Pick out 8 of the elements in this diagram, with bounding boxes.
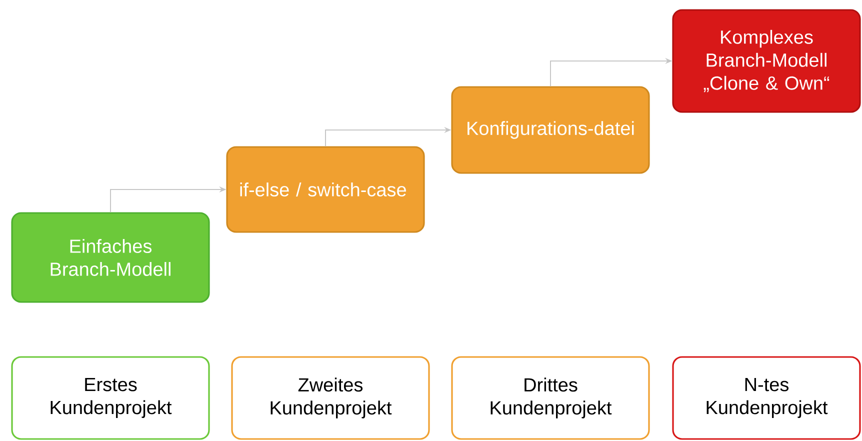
project-box: Drittes Kundenprojekt — [451, 356, 650, 440]
step-box: Einfaches Branch-Modell — [11, 212, 210, 303]
step-box: if-else / switch-case — [226, 146, 425, 233]
project-box: N-tes Kundenprojekt — [672, 356, 861, 440]
step-box: Konfigurations-datei — [451, 86, 650, 174]
project-box: Zweites Kundenprojekt — [231, 356, 430, 440]
step-box: Komplexes Branch-Modell „Clone & Own“ — [672, 9, 861, 113]
project-box: Erstes Kundenprojekt — [11, 356, 210, 440]
